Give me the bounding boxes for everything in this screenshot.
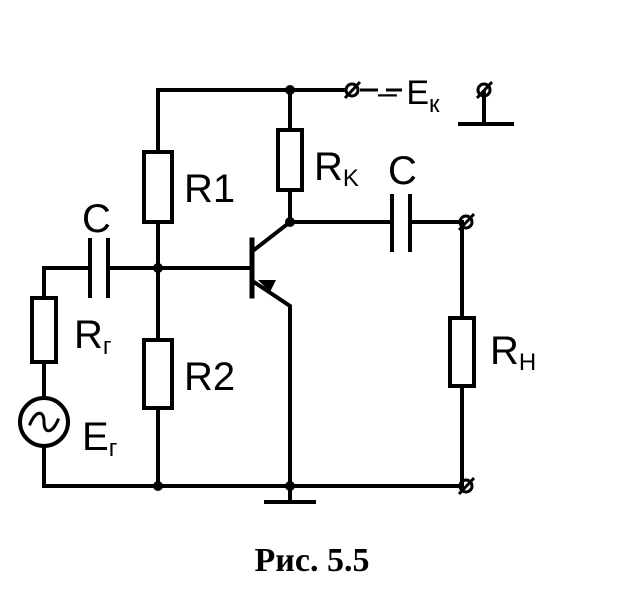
ac-source-eg (18, 396, 70, 448)
resistor-rg (30, 296, 58, 364)
label-c-output: C (388, 149, 417, 193)
terminal-output-bottom (458, 478, 474, 494)
label-eg: Eг (82, 415, 118, 462)
resistor-rk (276, 128, 304, 192)
terminal-output-top (458, 214, 474, 230)
emitter-arrow (258, 280, 276, 292)
resistor-rn (448, 316, 476, 388)
terminal-ek-minus (344, 82, 360, 98)
label-rg: Rг (74, 313, 112, 360)
label-rn: RН (490, 329, 536, 376)
terminal-ek-ground (476, 82, 492, 98)
resistor-r2 (142, 338, 174, 410)
label-rk: RK (314, 145, 359, 192)
terminals (343, 80, 494, 496)
label-r1: R1 (184, 167, 235, 211)
capacitor-input (88, 238, 110, 298)
wires (42, 88, 514, 504)
resistor-r1 (142, 150, 174, 224)
figure-caption: Рис. 5.5 (254, 542, 370, 579)
label-c-input: C (82, 197, 111, 241)
label-ek: – Eк (378, 74, 440, 118)
junction-dots (153, 85, 295, 491)
capacitor-output (390, 194, 412, 252)
transistor (249, 237, 276, 299)
label-r2: R2 (184, 355, 235, 399)
